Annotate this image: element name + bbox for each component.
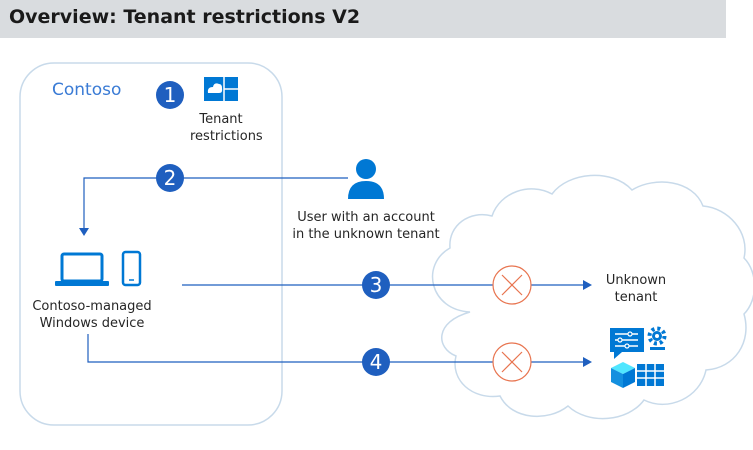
tenant-restrictions-label: Tenant restrictions <box>190 111 263 145</box>
contoso-label: Contoso <box>52 80 122 100</box>
connector-arrowhead-resources <box>583 357 592 367</box>
table-grid-icon <box>637 364 664 386</box>
step-number-4: 4 <box>370 350 383 374</box>
step-badge-3: 3 <box>362 271 390 299</box>
connector-user-to-device <box>83 177 348 228</box>
user-label-line1: User with an account <box>297 210 435 225</box>
gear-icon <box>647 326 667 350</box>
laptop-icon <box>55 252 109 286</box>
contoso-boundary <box>19 62 283 426</box>
phone-icon <box>121 250 142 287</box>
device-label: Contoso-managed Windows device <box>27 298 157 332</box>
step-badge-1: 1 <box>156 81 184 109</box>
block-icon-step-3 <box>492 265 532 305</box>
step-number-1: 1 <box>164 83 177 107</box>
block-icon-step-4 <box>492 342 532 382</box>
user-label: User with an account in the unknown tena… <box>291 209 441 243</box>
cube-icon <box>611 362 635 388</box>
unknown-tenant-label-line2: tenant <box>614 290 658 305</box>
tenant-resources-icon <box>610 328 644 359</box>
unknown-tenant-cloud <box>431 174 753 420</box>
connector-arrowhead-device <box>79 228 89 236</box>
page-title: Overview: Tenant restrictions V2 <box>9 6 361 28</box>
connector-device-to-resources <box>87 334 583 363</box>
step-badge-2: 2 <box>156 164 184 192</box>
tenant-restrictions-icon <box>204 77 238 101</box>
unknown-tenant-label: Unknown tenant <box>600 272 672 306</box>
connector-arrowhead-tenant <box>583 280 592 290</box>
step-number-2: 2 <box>164 166 177 190</box>
step-number-3: 3 <box>370 273 383 297</box>
tenant-restrictions-label-line2: restrictions <box>190 129 263 144</box>
device-label-line2: Windows device <box>39 316 145 331</box>
unknown-tenant-label-line1: Unknown <box>605 273 667 288</box>
user-label-line2: in the unknown tenant <box>292 227 440 242</box>
title-bar: Overview: Tenant restrictions V2 <box>0 0 726 38</box>
tenant-restrictions-label-line1: Tenant <box>199 112 243 127</box>
device-label-line1: Contoso-managed <box>32 299 152 314</box>
step-badge-4: 4 <box>362 348 390 376</box>
user-icon <box>348 159 384 199</box>
